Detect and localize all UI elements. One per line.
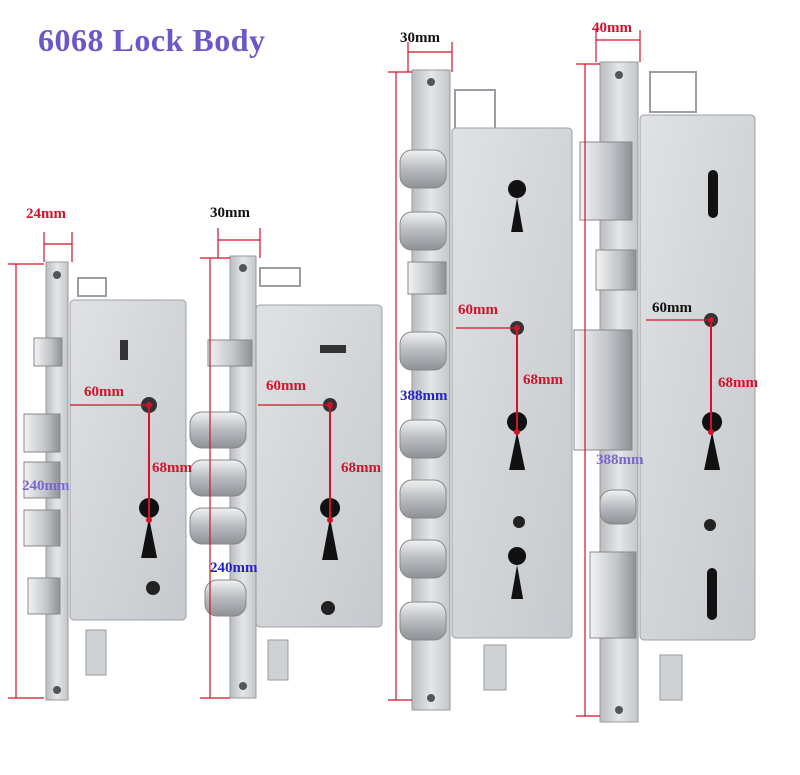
lock-2-length-label: 240mm [210,560,258,576]
lock-1-backset-label: 60mm [84,384,124,400]
lock-4-center-label: 68mm [718,375,758,391]
lock-2-center-label: 68mm [341,460,381,476]
lock-2-backset-label: 60mm [266,378,306,394]
lock-3-length-label: 388mm [400,388,448,404]
lock-4-length-label: 388mm [596,452,644,468]
lock-1-length-label: 240mm [22,478,70,494]
lock-3-center-label: 68mm [523,372,563,388]
page-title: 6068 Lock Body [38,22,266,58]
lock-body-3 [399,69,573,711]
lock-1-width-label: 24mm [26,206,66,222]
lock-body-2 [189,255,383,699]
lock-2-width-label: 30mm [210,205,250,221]
lock-body-4 [573,61,756,723]
lock-body-1 [23,261,187,701]
lock-4-backset-label: 60mm [652,300,692,316]
lock-4-width-label: 40mm [592,20,632,36]
lock-1-center-label: 68mm [152,460,192,476]
dimension-lines [8,30,712,717]
lock-3-backset-label: 60mm [458,302,498,318]
lock-3-width-label: 30mm [400,30,440,46]
dimension-dots [146,317,714,523]
